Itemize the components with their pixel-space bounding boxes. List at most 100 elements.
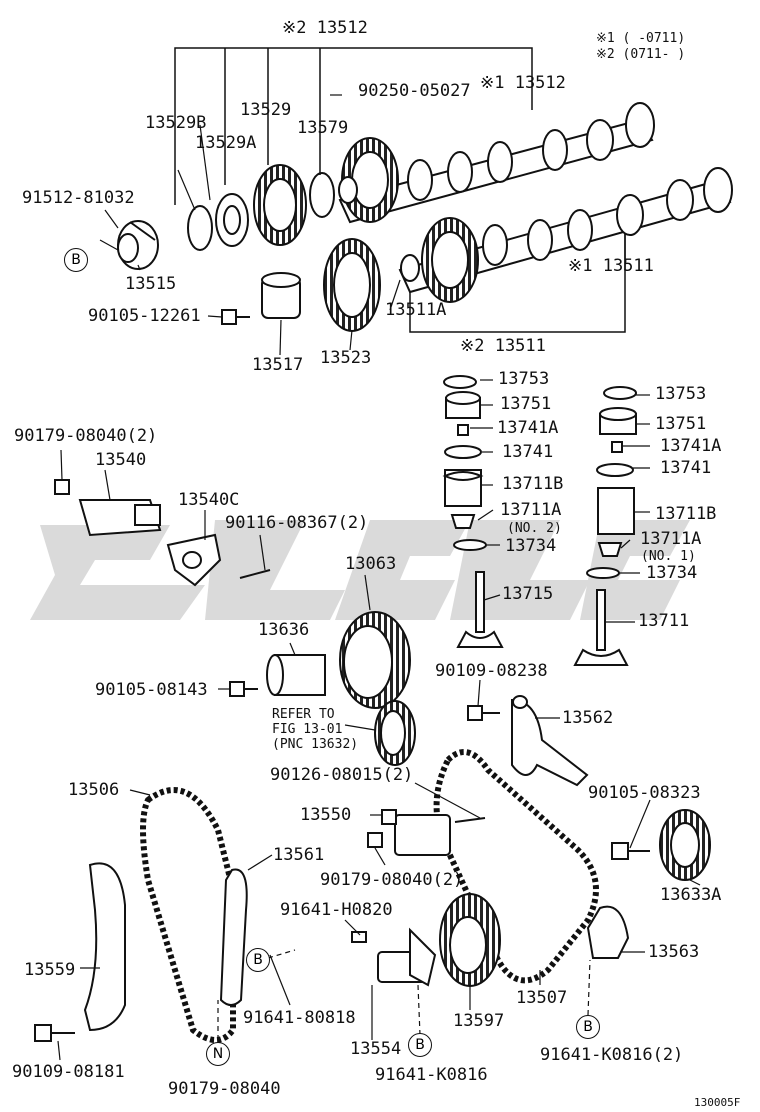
label-13633A[interactable]: 13633A [660,885,722,905]
label-90105-12261[interactable]: 90105-12261 [88,306,201,326]
tensioner-13550 [381,809,486,856]
label-90179-08040-2-top[interactable]: 90179-08040(2) [14,426,158,446]
label-13512-mid[interactable]: ※1 13512 [480,73,566,93]
label-13511A[interactable]: 13511A [385,300,447,320]
label-13711B-left[interactable]: 13711B [502,474,564,494]
chain-guide-13563 [586,905,630,959]
label-91641-K0816[interactable]: 91641-K0816 [375,1065,488,1085]
label-13579[interactable]: 13579 [297,118,349,138]
part-13636 [266,654,326,696]
chain-13506 [140,787,236,1043]
chain-guide-13559 [83,862,126,1032]
marker-b-1: B [64,248,88,272]
chain-slipper-13561 [219,868,248,1006]
label-13529[interactable]: 13529 [240,100,292,120]
label-13734-right[interactable]: 13734 [646,563,698,583]
label-13711A-right-note: (NO. 1) [641,549,696,564]
label-91641-K0816-2[interactable]: 91641-K0816(2) [540,1045,684,1065]
label-90179-08040-bot[interactable]: 90179-08040 [168,1079,281,1099]
refer-line-3: (PNC 13632) [272,737,359,752]
label-13511-mid[interactable]: ※1 13511 [568,256,654,276]
marker-b-2: B [246,948,270,972]
bolt-90105-12261 [221,309,250,325]
label-13507[interactable]: 13507 [516,988,568,1008]
refer-line-1: REFER TO [272,707,335,722]
label-13562[interactable]: 13562 [562,708,614,728]
refer-line-2[interactable]: FIG 13-01 [272,722,343,737]
label-13561[interactable]: 13561 [273,845,325,865]
label-90126-08015[interactable]: 90126-08015(2) [270,765,414,785]
label-13550[interactable]: 13550 [300,805,352,825]
label-13063[interactable]: 13063 [345,554,397,574]
sprocket-13633A [659,809,711,881]
label-13554[interactable]: 13554 [350,1039,402,1059]
label-13540C[interactable]: 13540C [178,490,240,510]
label-13711A-left[interactable]: 13711A [500,500,562,520]
label-13741A-left[interactable]: 13741A [497,418,559,438]
bolt-90105-08143 [229,681,258,697]
vvt-gear-13063 [339,611,411,709]
gasket-13540C [166,533,222,587]
cam-sensor-13540 [54,479,162,537]
label-90116-08367[interactable]: 90116-08367(2) [225,513,369,533]
label-91641-H0820[interactable]: 91641-H0820 [280,900,393,920]
label-91512-81032[interactable]: 91512-81032 [22,188,135,208]
label-13529A[interactable]: 13529A [195,133,257,153]
label-13511-bot[interactable]: ※2 13511 [460,336,546,356]
label-90250-05027[interactable]: 90250-05027 [358,81,471,101]
nut-90179-mid [367,832,383,848]
label-90179-08040-2-mid[interactable]: 90179-08040(2) [320,870,464,890]
label-90105-08143[interactable]: 90105-08143 [95,680,208,700]
figure-code: 130005F [694,1096,741,1109]
bracket-13511 [409,232,626,333]
label-13529B[interactable]: 13529B [145,113,207,133]
ring-13579 [309,172,335,218]
label-13753-right[interactable]: 13753 [655,384,707,404]
washer-13529A [215,193,249,247]
label-13711A-right[interactable]: 13711A [640,529,702,549]
marker-n: N [206,1042,230,1066]
label-13563[interactable]: 13563 [648,942,700,962]
label-13512-top[interactable]: ※2 13512 [282,18,368,38]
label-13540[interactable]: 13540 [95,450,147,470]
label-13636[interactable]: 13636 [258,620,310,640]
label-13741-left[interactable]: 13741 [502,442,554,462]
bracket-13512 [174,47,533,205]
label-13751-left[interactable]: 13751 [500,394,552,414]
tensioner-13554 [351,927,437,987]
bolt-90105-08323 [611,842,650,860]
label-90109-08181[interactable]: 90109-08181 [12,1062,125,1082]
label-13559[interactable]: 13559 [24,960,76,980]
label-13597[interactable]: 13597 [453,1011,505,1031]
label-13506[interactable]: 13506 [68,780,120,800]
label-13741-right[interactable]: 13741 [660,458,712,478]
marker-b-3: B [576,1015,600,1039]
label-13711A-left-note: (NO. 2) [507,521,562,536]
label-91641-80818[interactable]: 91641-80818 [243,1008,356,1028]
label-13517[interactable]: 13517 [252,355,304,375]
label-13751-right[interactable]: 13751 [655,414,707,434]
sprocket-13523 [323,238,381,332]
camshaft-13512 [338,102,655,224]
label-13741A-right[interactable]: 13741A [660,436,722,456]
label-13734-left[interactable]: 13734 [505,536,557,556]
label-13515[interactable]: 13515 [125,274,177,294]
label-13715[interactable]: 13715 [502,584,554,604]
label-13711B-right[interactable]: 13711B [655,504,717,524]
label-90105-08323[interactable]: 90105-08323 [588,783,701,803]
legend-line-1: ※1 ( -0711) [596,31,686,46]
label-13753-left[interactable]: 13753 [498,369,550,389]
ring-13529B [187,205,213,251]
label-13523[interactable]: 13523 [320,348,372,368]
gear-13632 [374,700,416,766]
bolt-90109-08181 [34,1024,75,1042]
crank-sprocket-13597 [439,893,501,987]
label-90109-08238[interactable]: 90109-08238 [435,661,548,681]
label-13711[interactable]: 13711 [638,611,690,631]
chain-guide-13562 [511,695,589,787]
valve-train-exhaust [442,375,504,648]
gear-13529 [253,164,307,246]
valve-train-intake [573,386,637,666]
